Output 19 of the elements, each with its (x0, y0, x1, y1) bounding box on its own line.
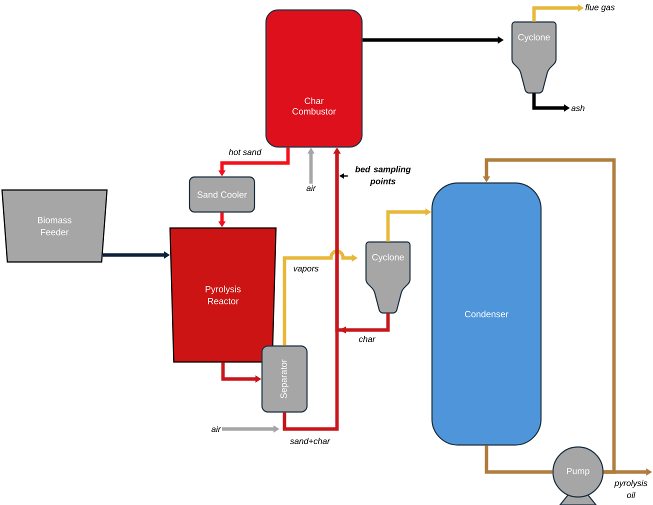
edge-label: char (358, 334, 376, 344)
stream-label: ash (571, 104, 584, 112)
pump: Pump (552, 446, 604, 505)
stream-label: air (211, 426, 222, 432)
edge-label: vapors (292, 266, 320, 274)
stream-label: air (306, 184, 316, 192)
stream-label: pyrolysis oil (614, 480, 648, 498)
cyclone: Cyclone (365, 241, 411, 314)
separator-box: Separator (261, 345, 308, 413)
edge-label: sand+char (289, 436, 331, 446)
process-box: Sand Cooler (188, 176, 256, 213)
combustor-vessel: Char Combustor (265, 9, 363, 148)
stream-label: flue gas (585, 4, 615, 12)
feeder-hopper: Biomass Feeder (1, 189, 108, 263)
edge-label: hot sand (228, 148, 262, 156)
condenser-vessel: Condenser (431, 182, 542, 446)
reactor-vessel: Pyrolysis Reactor (169, 227, 277, 363)
callout-text: bed sampling points (355, 166, 411, 186)
cyclone: Cyclone (511, 21, 557, 94)
